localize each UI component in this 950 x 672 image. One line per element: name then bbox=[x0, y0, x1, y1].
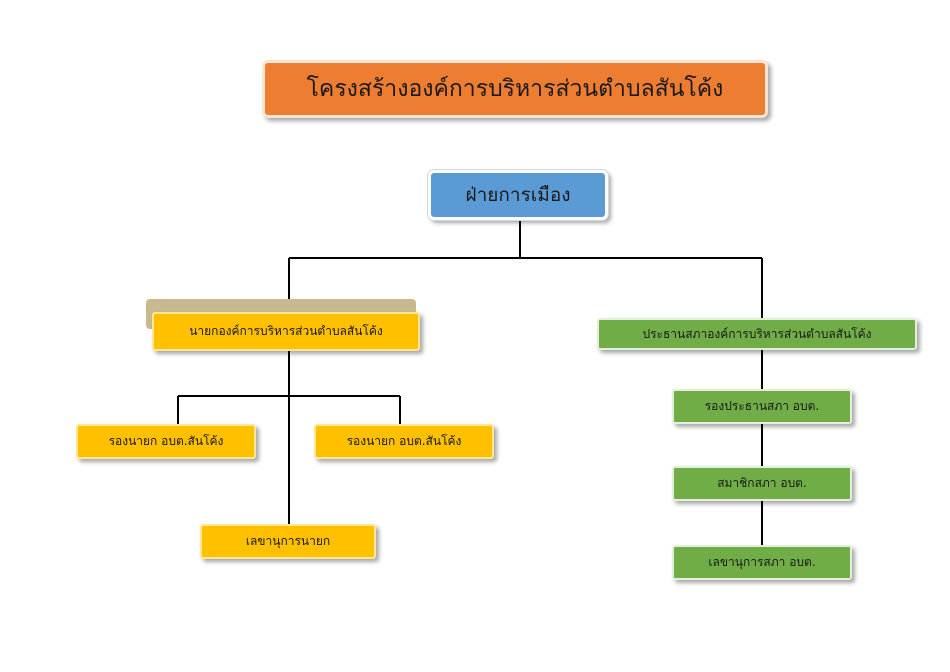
root-node-political: ฝ่ายการเมือง bbox=[428, 170, 608, 220]
node-mayor: นายกองค์การบริหารส่วนตำบลสันโค้ง bbox=[152, 312, 420, 351]
node-deputy-mayor-right: รองนายก อบต.สันโค้ง bbox=[314, 424, 494, 459]
node-mayor-secretary: เลขานุการนายก bbox=[200, 524, 376, 559]
chart-title: โครงสร้างองค์การบริหารส่วนตำบลสันโค้ง bbox=[262, 60, 768, 118]
node-council-secretary: เลขานุการสภา อบต. bbox=[672, 545, 852, 580]
node-council-chair: ประธานสภาองค์การบริหารส่วนตำบลสันโค้ง bbox=[597, 318, 917, 350]
node-council-vice-chair: รองประธานสภา อบต. bbox=[672, 389, 852, 424]
node-deputy-mayor-left: รองนายก อบต.สันโค้ง bbox=[76, 424, 256, 459]
node-council-member: สมาชิกสภา อบต. bbox=[672, 466, 852, 501]
